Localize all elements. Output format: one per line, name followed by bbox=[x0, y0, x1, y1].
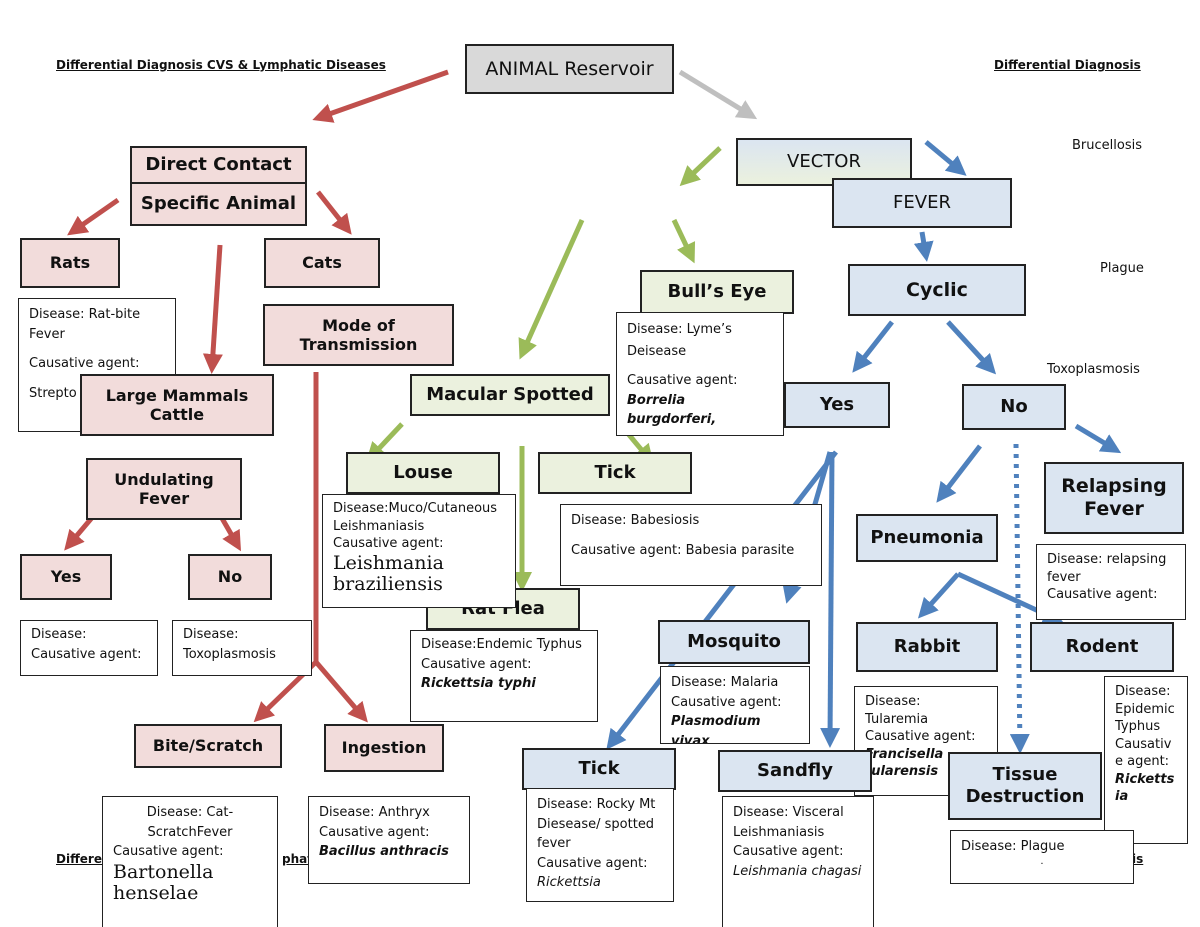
side-label-toxoplasmosis: Toxoplasmosis bbox=[1047, 362, 1140, 377]
box-relapsing-fever: Disease: relapsing fever Causative agent… bbox=[1036, 544, 1186, 620]
box-anthrax: Disease: Anthryx Causative agent: Bacill… bbox=[308, 796, 470, 884]
node-ingestion: Ingestion bbox=[324, 724, 444, 772]
node-rabbit: Rabbit bbox=[856, 622, 998, 672]
node-rodent: Rodent bbox=[1030, 622, 1174, 672]
box-yes-left: Disease: Causative agent: bbox=[20, 620, 158, 676]
node-fever: FEVER bbox=[832, 178, 1012, 228]
node-animal-reservoir: ANIMAL Reservoir bbox=[465, 44, 674, 94]
node-sandfly: Sandfly bbox=[718, 750, 872, 792]
box-endemic-typhus: Disease:Endemic Typhus Causative agent: … bbox=[410, 630, 598, 722]
box-plague: Disease: Plague . bbox=[950, 830, 1134, 884]
node-louse: Louse bbox=[346, 452, 500, 494]
side-label-brucellosis: Brucellosis bbox=[1072, 138, 1142, 153]
node-rats: Rats bbox=[20, 238, 120, 288]
box-lyme-disease: Disease: Lyme’s Deisease Causative agent… bbox=[616, 312, 784, 436]
node-no-left: No bbox=[188, 554, 272, 600]
node-cyclic: Cyclic bbox=[848, 264, 1026, 316]
node-tissue-destruction: Tissue Destruction bbox=[948, 752, 1102, 820]
node-yes-right: Yes bbox=[784, 382, 890, 428]
header-right: Differential Diagnosis bbox=[994, 58, 1141, 72]
node-mode-of-transmission: Mode of Transmission bbox=[263, 304, 454, 366]
node-no-right: No bbox=[962, 384, 1066, 430]
node-relapsing-fever: Relapsing Fever bbox=[1044, 462, 1184, 534]
header-bottom-right: is bbox=[1132, 852, 1144, 866]
box-visceral-leishmaniasis: Disease: Visceral Leishmaniasis Causativ… bbox=[722, 796, 874, 927]
node-undulating-fever: Undulating Fever bbox=[86, 458, 242, 520]
box-toxoplasmosis: Disease: Toxoplasmosis bbox=[172, 620, 312, 676]
header-bottom-left-a: Differe bbox=[56, 852, 102, 866]
box-rocky-mountain-spotted-fever: Disease: Rocky Mt Diesease/ spotted feve… bbox=[526, 788, 674, 902]
blue-arrows bbox=[606, 140, 1122, 754]
box-muco-cutaneous-leishmaniasis: Disease:Muco/Cutaneous Leishmaniasis Cau… bbox=[322, 494, 516, 608]
box-babesiosis: Disease: Babesiosis Causative agent: Bab… bbox=[560, 504, 822, 586]
node-cats: Cats bbox=[264, 238, 380, 288]
node-direct-contact: Direct Contact bbox=[130, 146, 307, 184]
box-malaria: Disease: Malaria Causative agent: Plasmo… bbox=[660, 666, 810, 744]
box-tularemia: Disease: Tularemia Causative agent: Fran… bbox=[854, 686, 998, 796]
node-mosquito: Mosquito bbox=[658, 620, 810, 664]
header-bottom-left-b: phat bbox=[282, 852, 313, 866]
node-bite-scratch: Bite/Scratch bbox=[134, 724, 282, 768]
node-bulls-eye: Bull’s Eye bbox=[640, 270, 794, 314]
node-yes-left: Yes bbox=[20, 554, 112, 600]
side-label-plague: Plague bbox=[1100, 261, 1144, 276]
node-vector: VECTOR bbox=[736, 138, 912, 186]
node-macular-spotted: Macular Spotted bbox=[410, 374, 610, 416]
node-large-mammals-cattle: Large Mammals Cattle bbox=[80, 374, 274, 436]
box-epidemic-typhus: Disease: Epidemic Typhus Causative agent… bbox=[1104, 676, 1188, 844]
gray-arrows bbox=[678, 69, 758, 120]
node-pneumonia: Pneumonia bbox=[856, 514, 998, 562]
node-tick-green: Tick bbox=[538, 452, 692, 494]
header-left: Differential Diagnosis CVS & Lymphatic D… bbox=[56, 58, 386, 72]
node-specific-animal: Specific Animal bbox=[130, 182, 307, 226]
box-cat-scratch-fever: Disease: Cat-ScratchFever Causative agen… bbox=[102, 796, 278, 927]
node-tick-blue: Tick bbox=[522, 748, 676, 790]
